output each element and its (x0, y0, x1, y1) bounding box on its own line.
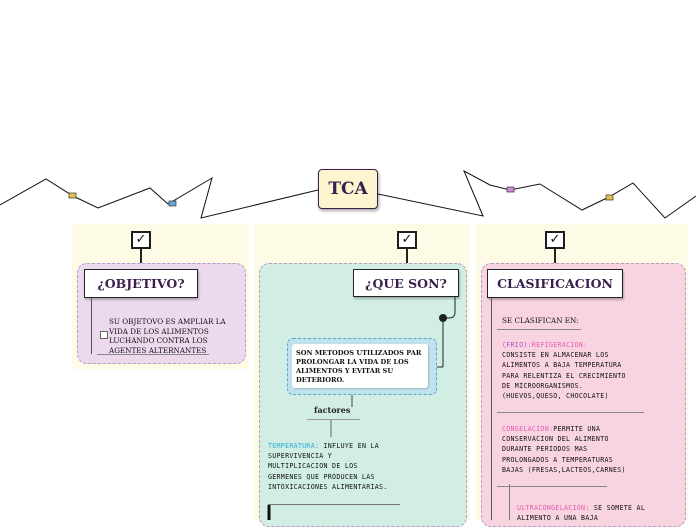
refrigeracion-label: REFIGERACION: (531, 341, 588, 349)
clasificacion-intro: SE CLASIFICAN EN: (502, 316, 579, 325)
branch-line (509, 484, 510, 520)
refrigeracion-block: (FRIO):REFIGERACION: CONSISTE EN ALMACEN… (502, 340, 627, 401)
clasificacion-title[interactable]: CLASIFICACION (487, 269, 623, 298)
marker-icon (68, 192, 77, 199)
connector (554, 249, 556, 270)
checkbox-icon[interactable]: ✓ (397, 231, 417, 249)
divider (497, 412, 644, 413)
congelacion-text: PERMITE UNA CONSERVACION DEL ALIMENTO DU… (502, 425, 626, 474)
divider (497, 486, 607, 487)
marker-icon (605, 194, 614, 201)
divider (307, 419, 360, 420)
temperatura-text: TEMPERATURA: INFLUYE EN LA SUPERVIVENCIA… (268, 441, 393, 492)
note-icon (100, 331, 108, 339)
factores-label[interactable]: factores (314, 405, 351, 415)
que-son-area (259, 263, 467, 527)
branch-line (91, 298, 92, 354)
ultracongelacion-text: SE SOMETE AL ALIMENTO A UNA BAJA (517, 504, 646, 523)
marker-icon (168, 200, 177, 207)
ultracongelacion-block: ULTRACONGELACION: SE SOMETE AL ALIMENTO … (517, 503, 647, 523)
central-topic[interactable]: TCA (318, 169, 378, 209)
divider (497, 329, 581, 330)
checkbox-icon[interactable]: ✓ (545, 231, 565, 249)
ultracongelacion-label: ULTRACONGELACION: (517, 504, 590, 512)
checkbox-icon[interactable]: ✓ (131, 231, 151, 249)
temperatura-label: TEMPERATURA: (268, 442, 320, 450)
divider (268, 504, 400, 505)
refrigeracion-prefix: (FRIO): (502, 341, 532, 349)
clasificacion-area (481, 263, 686, 527)
marker-icon (506, 186, 515, 193)
congelacion-block: CONGELACION:PERMITE UNA CONSERVACION DEL… (502, 424, 627, 475)
objetivo-title[interactable]: ¿OBJETIVO? (84, 269, 198, 298)
divider (97, 354, 209, 355)
objetivo-text: SU OBJETOVO ES AMPLIAR LA VIDA DE LOS AL… (109, 317, 226, 355)
connector (406, 249, 408, 270)
temperatura-body: INFLUYE EN LA SUPERVIVENCIA Y MULTIPLICA… (268, 442, 388, 491)
branch-line (491, 298, 492, 520)
que-son-title[interactable]: ¿QUE SON? (353, 269, 459, 297)
congelacion-label: CONGELACION: (502, 425, 554, 433)
refrigeracion-text: CONSISTE EN ALMACENAR LOS ALIMENTOS A BA… (502, 351, 626, 401)
definition-text[interactable]: SON METODOS UTILIZADOS PAR PROLONGAR LA … (292, 344, 428, 388)
connector (140, 249, 142, 269)
